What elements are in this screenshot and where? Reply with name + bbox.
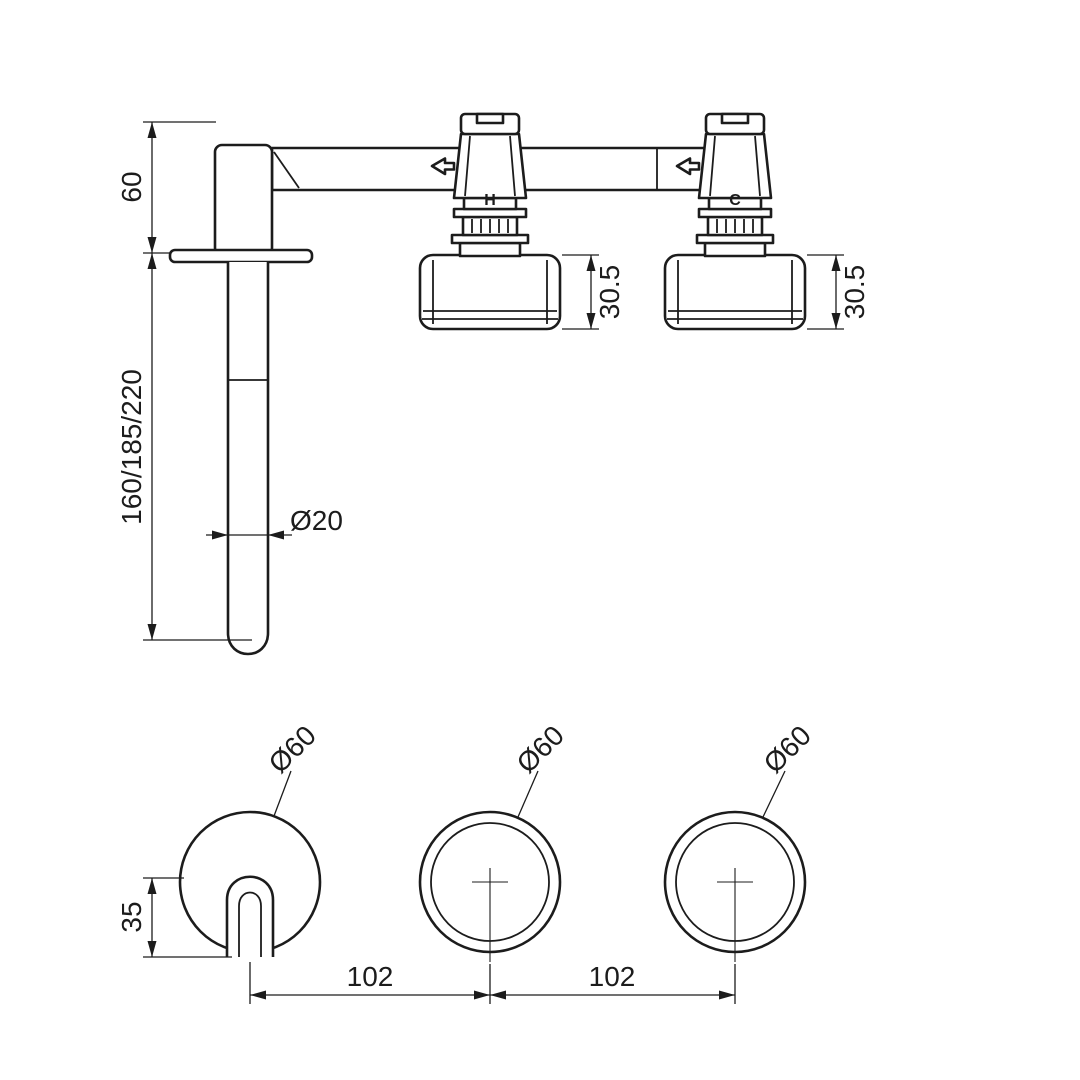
dim-text-right-hole-spacing: 102 <box>589 961 636 992</box>
leader-line <box>762 770 786 818</box>
dim-spout-diameter: Ø20 <box>206 505 343 540</box>
dimension-lines <box>143 253 252 641</box>
dimension-lines <box>249 962 736 1004</box>
cold-escutcheon-front <box>663 810 807 962</box>
dim-spout-projection: 160/185/220 <box>116 253 252 641</box>
dim-text-hot-escutcheon-depth: 30.5 <box>594 265 625 320</box>
hot-valve-label: H <box>484 192 496 209</box>
spout-tube <box>226 262 270 656</box>
dimension-lines <box>143 121 216 254</box>
dim-text-left-hole-spacing: 102 <box>347 961 394 992</box>
dim-height-above-wall: 60 <box>116 121 216 254</box>
wall-flange <box>168 248 314 264</box>
dim-text-cold-escutcheon-depth: 30.5 <box>839 265 870 320</box>
spout-escutcheon-front <box>178 810 322 957</box>
leader-line <box>517 770 539 818</box>
dimension-arrows <box>831 255 841 329</box>
front-view: Ø60 Ø60 Ø60 35 102 102 <box>116 720 817 1004</box>
dim-left-escutcheon-diameter: Ø60 <box>263 720 322 817</box>
cold-valve-label: C <box>729 192 741 209</box>
dim-text-height-above-wall: 60 <box>116 171 147 202</box>
dimension-arrows <box>250 990 735 1000</box>
dimension-arrows <box>147 878 157 957</box>
dimension-arrows <box>147 122 157 253</box>
hot-escutcheon-front <box>418 810 562 962</box>
hot-valve-assembly <box>418 112 562 331</box>
dim-middle-escutcheon-diameter: Ø60 <box>511 720 570 818</box>
spout-front-outline <box>225 875 275 957</box>
dim-text-middle-escutcheon-diameter: Ø60 <box>511 720 570 779</box>
dim-right-escutcheon-diameter: Ø60 <box>758 720 817 818</box>
tube-joint-lines <box>273 148 658 190</box>
spout-front-inner-line <box>238 891 262 957</box>
dim-text-left-escutcheon-diameter: Ø60 <box>263 720 322 779</box>
dim-cold-escutcheon-depth: 30.5 <box>807 254 870 330</box>
cold-valve-assembly <box>663 112 807 331</box>
dim-text-right-escutcheon-diameter: Ø60 <box>758 720 817 779</box>
dimension-arrows <box>586 255 596 329</box>
cold-centerline <box>717 868 753 962</box>
dim-hole-spacings: 102 102 <box>249 961 736 1004</box>
hot-centerline <box>472 868 508 962</box>
dim-hot-escutcheon-depth: 30.5 <box>562 254 625 330</box>
spout-body <box>213 143 274 257</box>
dim-text-spout-diameter: Ø20 <box>290 505 343 536</box>
leader-line <box>273 770 292 817</box>
dim-text-spout-outlet-offset: 35 <box>116 901 147 932</box>
side-view: H C 60 160/185/220 Ø20 30.5 <box>116 112 870 656</box>
dimension-arrows <box>212 530 284 540</box>
dim-text-spout-projection: 160/185/220 <box>116 369 147 525</box>
dim-spout-outlet-offset: 35 <box>116 877 232 958</box>
